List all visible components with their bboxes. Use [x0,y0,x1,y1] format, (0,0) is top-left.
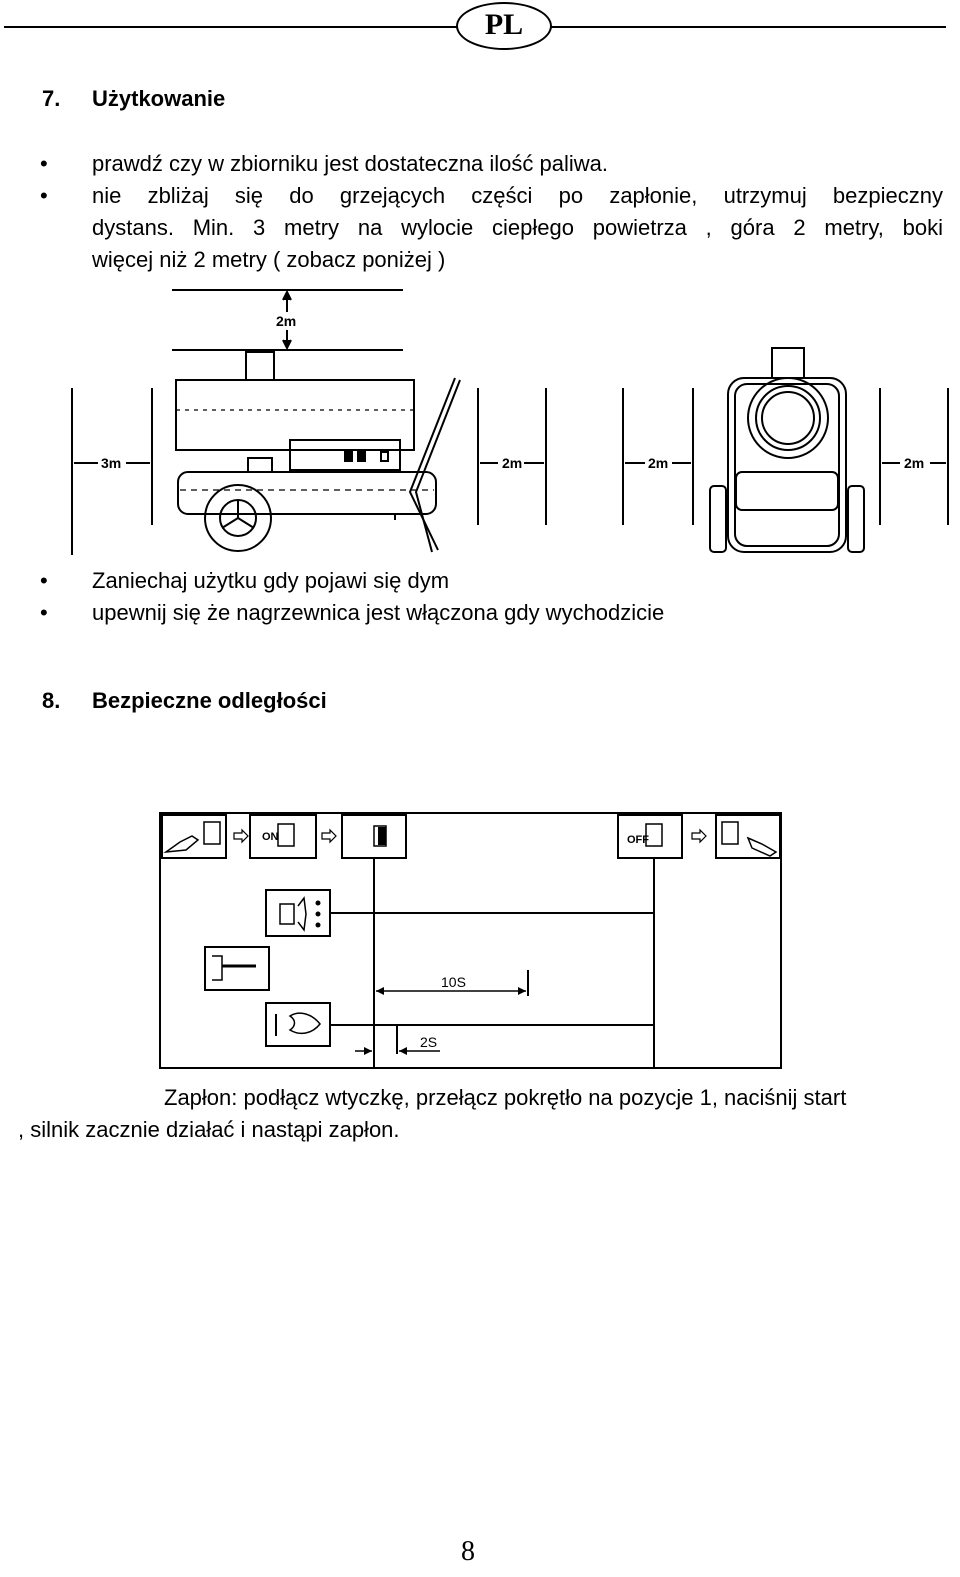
socket-icon [721,821,739,845]
ignition-instruction: Zapłon: podłącz wtyczkę, przełącz pokręt… [164,1085,847,1110]
pump-box [204,946,270,991]
right-side-clearance-label: 2m [904,455,924,471]
header-rule-right [550,26,946,28]
header-rule-left [4,26,458,28]
heater-chimney [245,351,275,381]
section-title: Użytkowanie [92,86,226,111]
arrow-head [364,1047,372,1055]
front-view-outlet-core [761,391,815,445]
plug-icon [746,836,778,857]
front-view-outlet [747,377,829,459]
bullet-dot: • [40,151,48,176]
step-arrow [691,828,707,844]
start-button-icon-fill [378,827,386,845]
bullet-dot: • [40,568,48,593]
section-number: 7. [42,86,61,111]
top-arrow-head [282,289,292,301]
heater-tank-body [177,471,437,515]
top-clearance-label: 2m [276,313,296,329]
front-view-wheel [709,485,727,553]
fuel-pump-icon [212,955,223,981]
front-view-frame-inner [734,383,840,547]
plug-in-box [161,814,227,859]
page-number: 8 [461,1536,475,1567]
heater-button [344,451,353,462]
step-arrow [233,828,249,844]
arrow-head [399,1047,407,1055]
bullet-dot: • [40,183,48,208]
heater-wheel [204,484,272,552]
left-side-clearance-label: 2m [648,455,668,471]
section-title: Bezpieczne odległości [92,688,327,713]
switch-off-label: OFF [627,834,649,846]
bullet-text: Zaniechaj użytku gdy pojawi się dym [92,568,450,593]
arrow-head [376,987,384,995]
heater-control-box [289,439,401,471]
switch-off-box [617,814,683,859]
fan-box [265,889,331,937]
ignition-instruction-continued: , silnik zacznie działać i nastąpi zapło… [18,1117,400,1142]
switch-on-box [249,814,317,859]
front-view-chimney [771,347,805,379]
bullet-text-continued: dystans. Min. 3 metry na wylocie ciepłeg… [92,215,943,240]
fan-icon [279,903,295,925]
rocker-switch-icon [645,823,663,847]
heater-wheel-spokes [221,500,255,529]
duration-10s-label: 10S [441,974,466,990]
language-badge: PL [456,2,552,50]
socket-icon [203,821,221,845]
section-7-heading: 7. Użytkowanie [42,86,225,112]
front-clearance-label: 2m [502,455,522,471]
heater-button [357,451,366,462]
bullet-text-continued: więcej niż 2 metry ( zobacz poniżej ) [92,247,446,272]
diagram-frame [159,812,782,1069]
clearance-diagram: 2m 3m 2m 2m 2m [71,289,949,555]
plug-icon [163,835,200,854]
indicator-dot [315,900,321,906]
section-number: 8. [42,688,61,713]
fan-icon [297,896,307,932]
heater-handle [414,379,461,553]
duration-2s-label: 2S [420,1034,437,1050]
flame-icon [288,1012,321,1035]
heater-fuel-cap [247,457,273,473]
front-view-outlet-inner [755,385,821,451]
bullet-text: nie zbliżaj się do grzejących części po … [92,183,943,208]
ignition-timing-diagram: ON OFF 10S 2S [159,812,782,1069]
front-view-frame [727,377,847,553]
heater-handle [408,377,456,551]
switch-on-label: ON [262,831,279,843]
bullet-text: prawdź czy w zbiorniku jest dostateczna … [92,151,609,176]
bullet-dot: • [40,600,48,625]
front-view-wheel [847,485,865,553]
top-arrow-head [282,339,292,351]
unplug-box [715,814,781,859]
rocker-switch-icon [277,823,295,847]
bullet-text: upewnij się że nagrzewnica jest włączona… [92,600,665,625]
arrow-head [518,987,526,995]
section-8-heading: 8. Bezpieczne odległości [42,688,327,714]
indicator-dot [315,911,321,917]
step-arrow [321,828,337,844]
indicator-dot [315,922,321,928]
heater-tank-top [175,379,415,451]
heater-button [380,451,389,462]
front-view-tank [735,471,839,511]
rear-clearance-label: 3m [101,455,121,471]
